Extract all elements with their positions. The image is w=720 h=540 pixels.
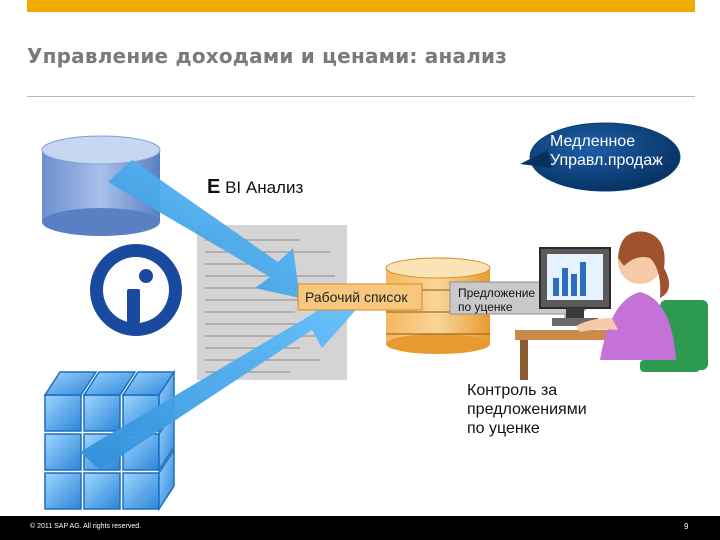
proposal-line-2: по уценке [458, 300, 513, 314]
markdown-proposal-label: Предложение по уценке [458, 286, 544, 314]
data-flow-arrow-top [108, 160, 300, 298]
worklist-label-box [297, 283, 423, 311]
data-flow-arrow-bottom [80, 292, 372, 470]
speech-bubble-text: Медленное Управл.продаж [550, 132, 720, 170]
control-line-3: по уценке [467, 420, 540, 437]
page-number: 9 [684, 522, 689, 531]
markdown-control-label: Контроль за предложениями по уценке [467, 381, 627, 438]
user-at-computer-icon [515, 231, 708, 380]
top-accent-bar [27, 0, 695, 12]
bi-logo-icon [90, 244, 182, 336]
bi-analysis-text: BI Анализ [220, 178, 304, 197]
proposal-line-1: Предложение [458, 286, 536, 300]
control-line-2: предложениями [467, 401, 587, 418]
speech-bubble [520, 122, 681, 192]
bi-letter: E [207, 176, 221, 198]
title-divider [27, 96, 695, 97]
bubble-line-2: Управл.продаж [550, 152, 663, 169]
copyright-text: © 2011 SAP AG. All rights reserved. [30, 523, 142, 530]
bubble-line-1: Медленное [550, 133, 636, 150]
worklist-label: Рабочий список [305, 289, 408, 305]
control-line-1: Контроль за [467, 382, 558, 399]
database-icon [41, 135, 161, 236]
slide-footer [0, 516, 720, 540]
bi-analysis-label: E BI Анализ [207, 176, 303, 199]
slide-title: Управление доходами и ценами: анализ [27, 44, 508, 68]
